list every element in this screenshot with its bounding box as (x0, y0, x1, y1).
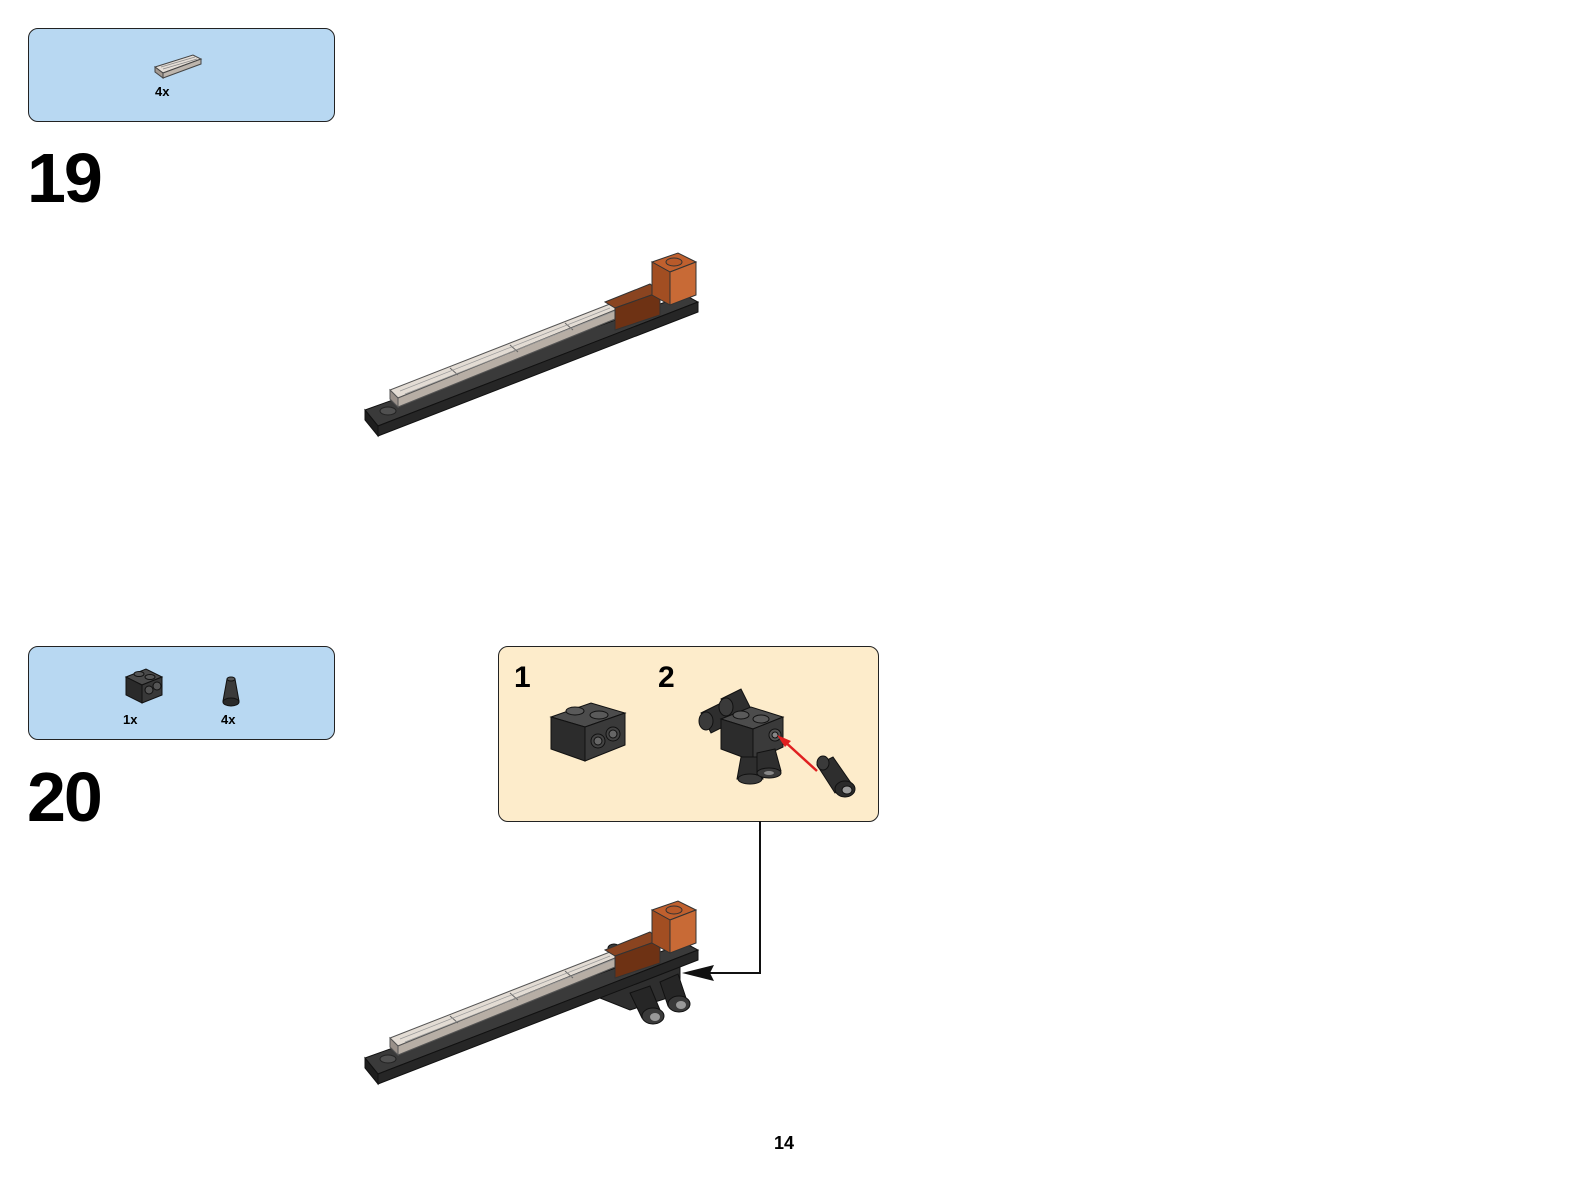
parts-list-step-20: 1x 4x (28, 646, 335, 740)
sub-assembly-callout: 1 2 (498, 646, 879, 822)
part-quantity: 1x (123, 712, 138, 727)
part-quantity: 4x (221, 712, 236, 727)
substep-2-assembly-illustration (698, 688, 856, 798)
light-gray-tile-icon (153, 54, 203, 79)
parts-list-step-19: 4x (28, 28, 335, 122)
page-number: 14 (774, 1133, 795, 1153)
callout-connector-arrow (682, 821, 761, 981)
part-quantity: 4x (155, 84, 170, 99)
step-number: 20 (27, 758, 103, 836)
substep-1-brick-illustration (549, 702, 627, 762)
assembly-illustration-step-19 (364, 252, 700, 438)
substep-number: 1 (514, 661, 531, 694)
assembly-illustration-step-20 (364, 900, 700, 1086)
black-cone-icon (222, 676, 240, 707)
substep-number: 2 (658, 661, 675, 694)
black-brick-with-studs-on-side-icon (124, 668, 164, 704)
step-number: 19 (27, 139, 103, 217)
